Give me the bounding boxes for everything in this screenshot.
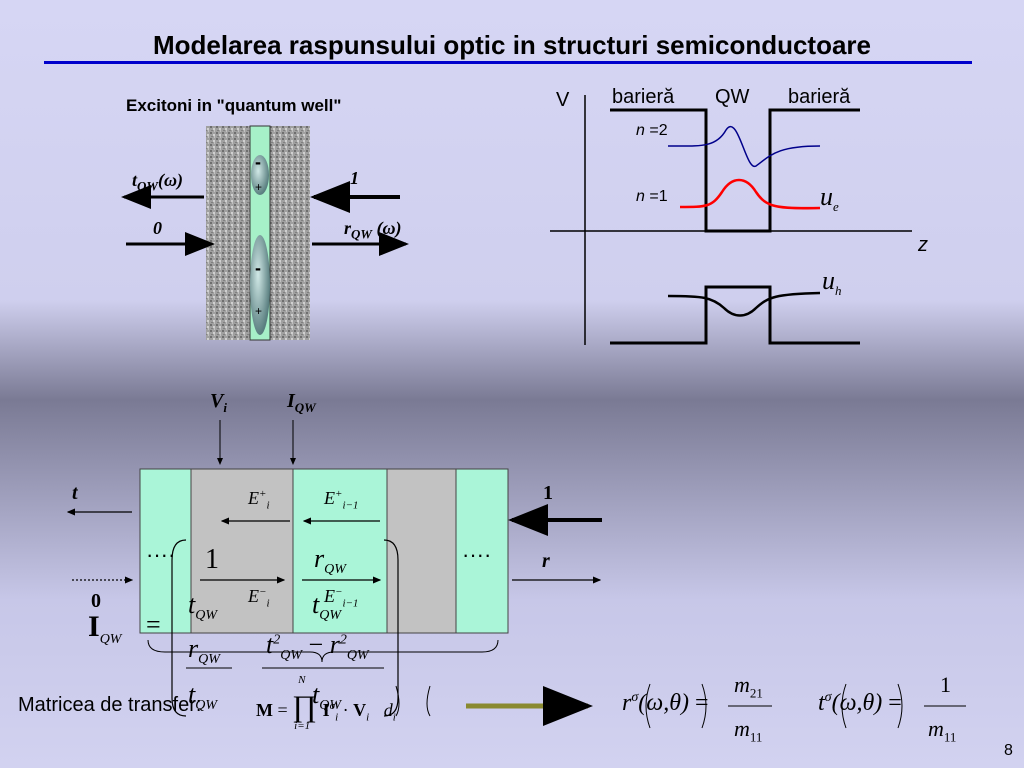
m21-denominator: tQW [188,680,218,714]
e-plus-im1: E+i−1 [324,488,359,512]
qw-slab [206,125,310,341]
page-title: Modelarea raspunsului optic in structuri… [152,30,872,60]
electron-sign-top: - [255,152,261,172]
n1-wavefunction [679,178,821,210]
layer-stack [139,468,509,634]
m22-denominator: tQW [312,680,342,714]
m11-numerator: 1 [205,544,219,575]
uh-label: uh [822,266,842,299]
page-number: 8 [1004,742,1013,759]
zero-input-label: 0 [91,590,101,612]
e-minus-i: E−i [248,586,270,610]
r-sigma-lhs: rσ(ω,θ) = [622,690,709,716]
layer-brace [147,639,499,663]
qw-label: QW [715,86,750,108]
exciton-small [251,155,269,195]
z-axis-label: z [918,234,928,256]
t-output-label: t [72,482,78,504]
iqw-label: IQW [287,390,316,415]
n2-label: n =2 [636,122,668,139]
m12-denominator: tQW [312,590,342,624]
matrix-lhs: IQW [88,610,122,647]
m12-numerator: rQW [314,544,346,578]
conduction-band [610,108,860,233]
t-sigma-numerator: 1 [940,672,951,697]
t-qw-label: tQW(ω) [132,170,183,194]
barrier-left-label: barieră [612,86,675,108]
e-plus-i: E+i [248,488,270,512]
r-sigma-numerator: m21 [734,672,763,701]
title-underline [44,61,972,64]
input-0-label: 0 [153,218,162,238]
exciton-large [250,235,270,335]
transfer-equation: M = N ∏ i=1 Iσi · Vi di [256,674,396,732]
n1-label: n =1 [636,188,668,205]
band-diagram [550,95,912,345]
m11-denominator: tQW [188,590,218,624]
t-sigma-denominator: m11 [928,716,957,745]
electron-sign-bottom: - [255,258,261,278]
input-1-label: 1 [350,168,359,188]
e-minus-im1: E−i−1 [324,586,359,610]
v-axis-label: V [556,89,570,111]
r-sigma-denominator: m11 [734,716,763,745]
ue-label: ue [820,182,839,215]
matrix-equals: = [146,610,161,639]
matrix-bracket-right [383,539,399,717]
hole-sign-bottom: + [255,304,263,318]
valence-band [610,285,860,345]
barrier-right-label: barieră [788,86,851,108]
h-wavefunction [667,291,821,317]
n2-wavefunction [667,126,821,167]
r-qw-label: rQW (ω) [344,218,402,242]
matrix-bracket-left [171,539,187,717]
dots-right: ···· [462,542,492,567]
t-sigma-lhs: tσ(ω,θ) = [818,690,902,716]
m21-numerator: rQW [188,634,220,668]
m22-numerator: t2QW − r2QW [266,630,369,664]
vi-label: Vi [210,390,227,415]
one-input-label: 1 [543,482,553,504]
hole-sign-top: + [255,180,263,194]
qw-heading: Excitoni in "quantum well" [126,96,342,115]
r-output-label: r [542,550,550,572]
dots-left: ···· [146,542,176,567]
transfer-label: Matricea de transfer: [18,694,202,716]
